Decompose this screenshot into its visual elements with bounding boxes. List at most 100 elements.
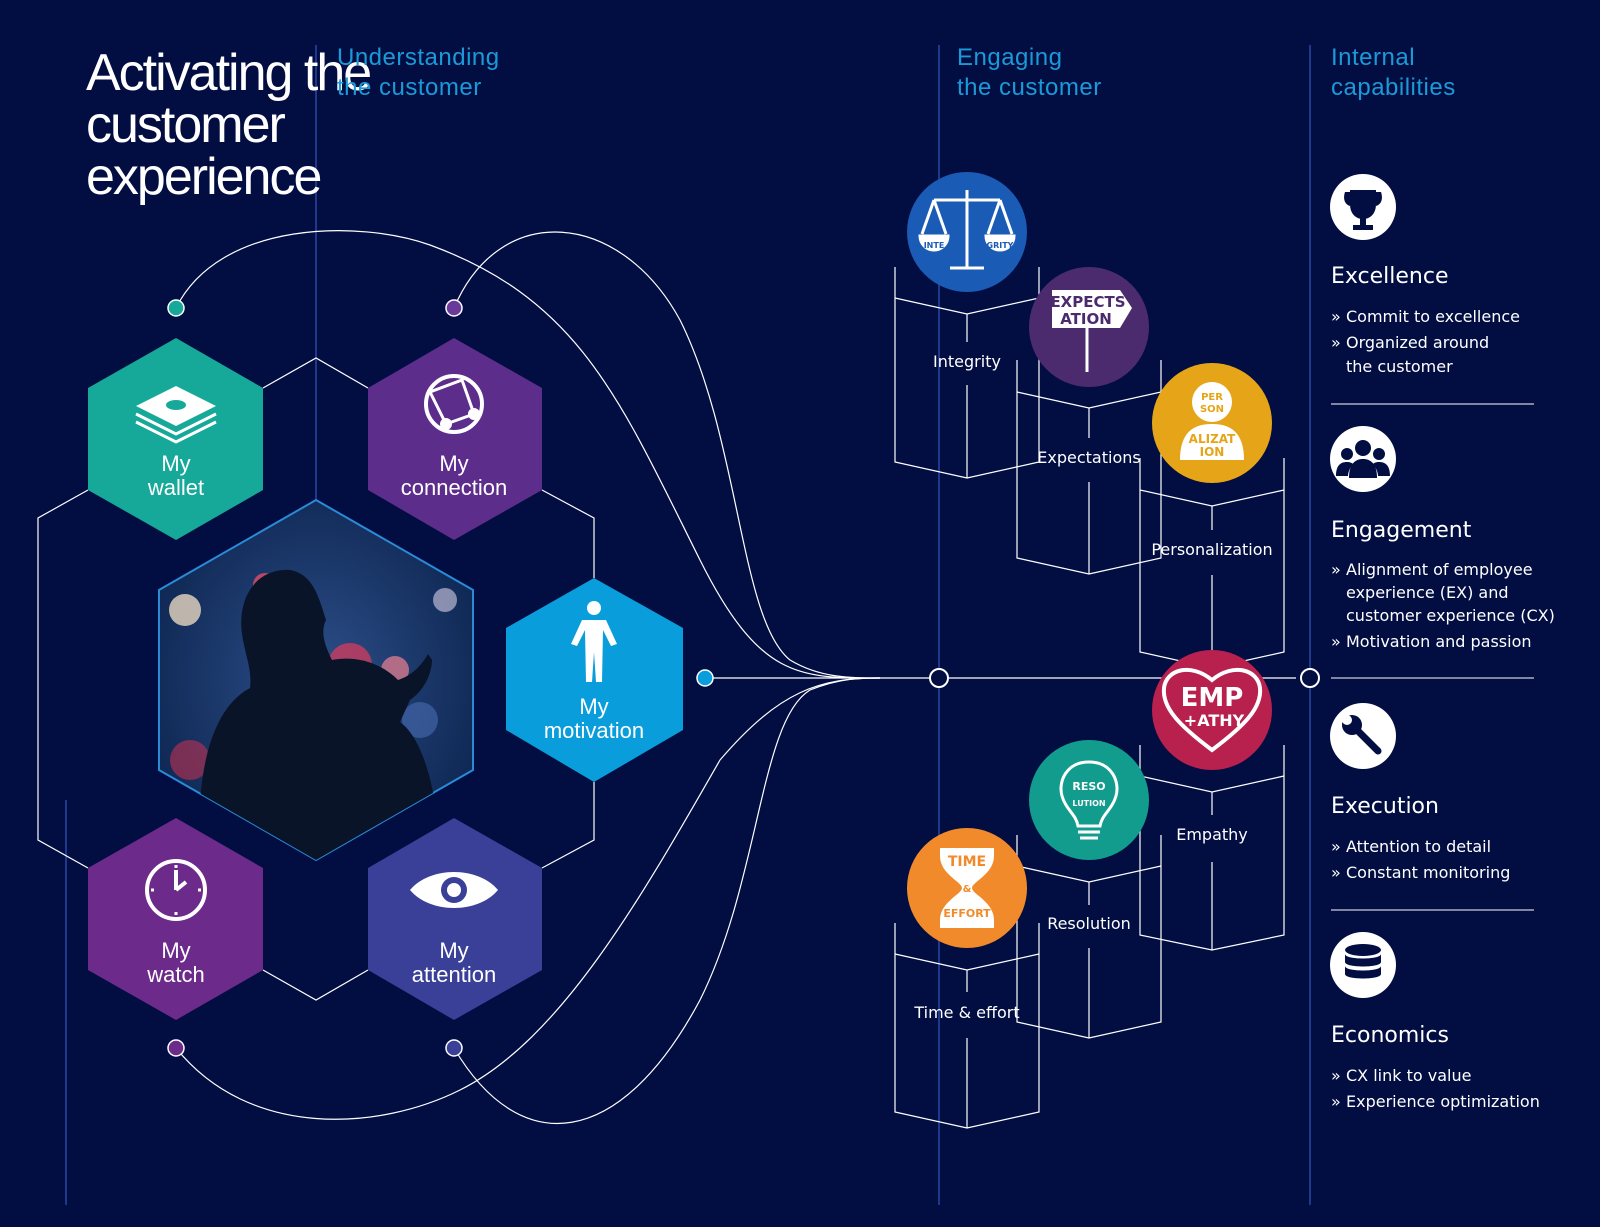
flow-curves bbox=[175, 230, 1296, 1124]
svg-text:SON: SON bbox=[1200, 404, 1224, 415]
svg-text:Commit to excellence: Commit to excellence bbox=[1346, 307, 1520, 326]
svg-text:Economics: Economics bbox=[1331, 1023, 1449, 1048]
svg-text:Resolution: Resolution bbox=[1047, 914, 1131, 933]
svg-text:Constant monitoring: Constant monitoring bbox=[1346, 863, 1510, 882]
svg-text:Attention to detail: Attention to detail bbox=[1346, 837, 1491, 856]
svg-text:Excellence: Excellence bbox=[1331, 264, 1449, 289]
node-watch bbox=[167, 1039, 185, 1057]
svg-text:the customer: the customer bbox=[1346, 357, 1453, 376]
svg-text:PER: PER bbox=[1201, 392, 1223, 403]
svg-text:INTE: INTE bbox=[924, 241, 945, 250]
person-bust-icon bbox=[1180, 382, 1244, 460]
capability-economics: Economics » CX link to value » Experienc… bbox=[1330, 932, 1540, 1111]
coins-icon bbox=[1345, 944, 1381, 979]
svg-text:Empathy: Empathy bbox=[1176, 825, 1248, 844]
node-motivation bbox=[696, 669, 714, 687]
svg-text:My: My bbox=[161, 451, 190, 476]
capability-execution: Execution » Attention to detail » Consta… bbox=[1330, 703, 1510, 882]
pillar-empathy: Empathy bbox=[1139, 745, 1285, 951]
header-internal: Internal capabilities bbox=[1331, 44, 1456, 101]
svg-text:»: » bbox=[1331, 863, 1341, 882]
header-understanding: Understanding the customer bbox=[337, 44, 500, 101]
svg-text:My: My bbox=[439, 938, 468, 963]
svg-text:LUTION: LUTION bbox=[1072, 799, 1105, 808]
svg-text:capabilities: capabilities bbox=[1331, 74, 1456, 101]
node-wallet bbox=[167, 299, 185, 317]
badge-time-effort: TIME & EFFORT bbox=[907, 828, 1027, 948]
svg-text:My: My bbox=[439, 451, 468, 476]
svg-text:EMP: EMP bbox=[1181, 683, 1244, 713]
svg-text:ATION: ATION bbox=[1060, 310, 1112, 328]
svg-text:Organized around: Organized around bbox=[1346, 333, 1489, 352]
badge-personalization: PER SON ALIZAT ION bbox=[1152, 363, 1272, 483]
signpost-icon bbox=[1052, 290, 1132, 372]
svg-text:the customer: the customer bbox=[337, 74, 482, 101]
pillar-resolution: Resolution bbox=[1016, 835, 1162, 1039]
svg-text:Alignment of employee: Alignment of employee bbox=[1346, 560, 1533, 579]
svg-text:experience (EX) and: experience (EX) and bbox=[1346, 583, 1509, 602]
svg-text:EFFORT: EFFORT bbox=[943, 907, 991, 920]
badge-empathy: EMP +ATHY bbox=[1152, 650, 1272, 770]
pillar-time-effort: Time & effort bbox=[894, 923, 1040, 1129]
page-title: Activating the customer experience bbox=[86, 44, 372, 206]
svg-text:connection: connection bbox=[401, 475, 507, 500]
svg-text:customer experience (CX): customer experience (CX) bbox=[1346, 606, 1555, 625]
capability-excellence: Excellence » Commit to excellence » Orga… bbox=[1330, 174, 1520, 376]
svg-text:wallet: wallet bbox=[147, 475, 204, 500]
trophy-icon bbox=[1344, 190, 1382, 230]
svg-text:My: My bbox=[161, 938, 190, 963]
svg-text:&: & bbox=[963, 884, 972, 895]
svg-text:»: » bbox=[1331, 837, 1341, 856]
svg-text:Motivation and passion: Motivation and passion bbox=[1346, 632, 1532, 651]
capability-engagement: Engagement » Alignment of employee exper… bbox=[1330, 426, 1555, 651]
node-attention bbox=[445, 1039, 463, 1057]
svg-text:GRITY: GRITY bbox=[987, 241, 1014, 250]
svg-text:»: » bbox=[1331, 632, 1341, 651]
svg-text:experience: experience bbox=[86, 148, 320, 206]
badge-resolution: RESO LUTION bbox=[1029, 740, 1149, 860]
svg-text:Personalization: Personalization bbox=[1151, 540, 1272, 559]
node-connection bbox=[445, 299, 463, 317]
svg-text:»: » bbox=[1331, 1066, 1341, 1085]
hex-my-attention: My attention bbox=[368, 818, 542, 1020]
svg-text:My: My bbox=[579, 694, 608, 719]
svg-text:Integrity: Integrity bbox=[933, 352, 1001, 371]
money-stack-icon bbox=[135, 386, 217, 444]
scales-icon bbox=[918, 190, 1016, 270]
node-engaging bbox=[929, 668, 949, 688]
svg-text:»: » bbox=[1331, 333, 1341, 352]
customer-photo bbox=[158, 498, 474, 862]
network-globe-icon bbox=[424, 374, 484, 434]
hourglass-icon bbox=[940, 848, 994, 928]
svg-text:RESO: RESO bbox=[1072, 780, 1105, 793]
wrench-icon bbox=[1342, 715, 1382, 755]
svg-text:customer: customer bbox=[86, 96, 286, 154]
svg-text:Engagement: Engagement bbox=[1331, 518, 1472, 543]
people-icon bbox=[1336, 440, 1390, 478]
svg-text:Internal: Internal bbox=[1331, 44, 1415, 71]
hex-my-connection: My connection bbox=[368, 338, 542, 540]
svg-text:Understanding: Understanding bbox=[337, 44, 500, 71]
clock-icon bbox=[145, 859, 207, 921]
pillar-expectations: Expectations bbox=[1016, 360, 1162, 575]
hex-my-motivation: My motivation bbox=[506, 578, 683, 782]
lightbulb-icon bbox=[1059, 760, 1119, 840]
hex-my-watch: My watch bbox=[88, 818, 263, 1020]
svg-text:TIME: TIME bbox=[948, 854, 986, 870]
svg-text:Experience optimization: Experience optimization bbox=[1346, 1092, 1540, 1111]
svg-text:Activating the: Activating the bbox=[86, 44, 370, 102]
svg-text:»: » bbox=[1331, 560, 1341, 579]
svg-text:ION: ION bbox=[1200, 445, 1225, 459]
svg-text:Execution: Execution bbox=[1331, 794, 1439, 819]
badge-expectations: EXPECTS ATION bbox=[1029, 267, 1149, 387]
heart-icon bbox=[1161, 668, 1263, 753]
badge-integrity: INTE GRITY bbox=[907, 172, 1027, 292]
svg-text:+ATHY: +ATHY bbox=[1184, 711, 1245, 730]
hex-network-lines bbox=[37, 357, 595, 1001]
svg-text:»: » bbox=[1331, 307, 1341, 326]
svg-text:ALIZAT: ALIZAT bbox=[1189, 432, 1236, 446]
node-internal bbox=[1300, 668, 1320, 688]
person-icon bbox=[571, 601, 617, 682]
svg-text:attention: attention bbox=[412, 962, 496, 987]
